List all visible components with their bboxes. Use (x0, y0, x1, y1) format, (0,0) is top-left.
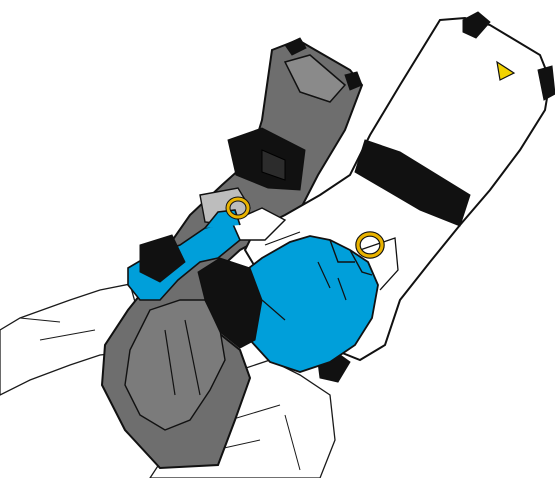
splint-illustration (0, 0, 555, 478)
illustration-canvas (0, 0, 555, 478)
